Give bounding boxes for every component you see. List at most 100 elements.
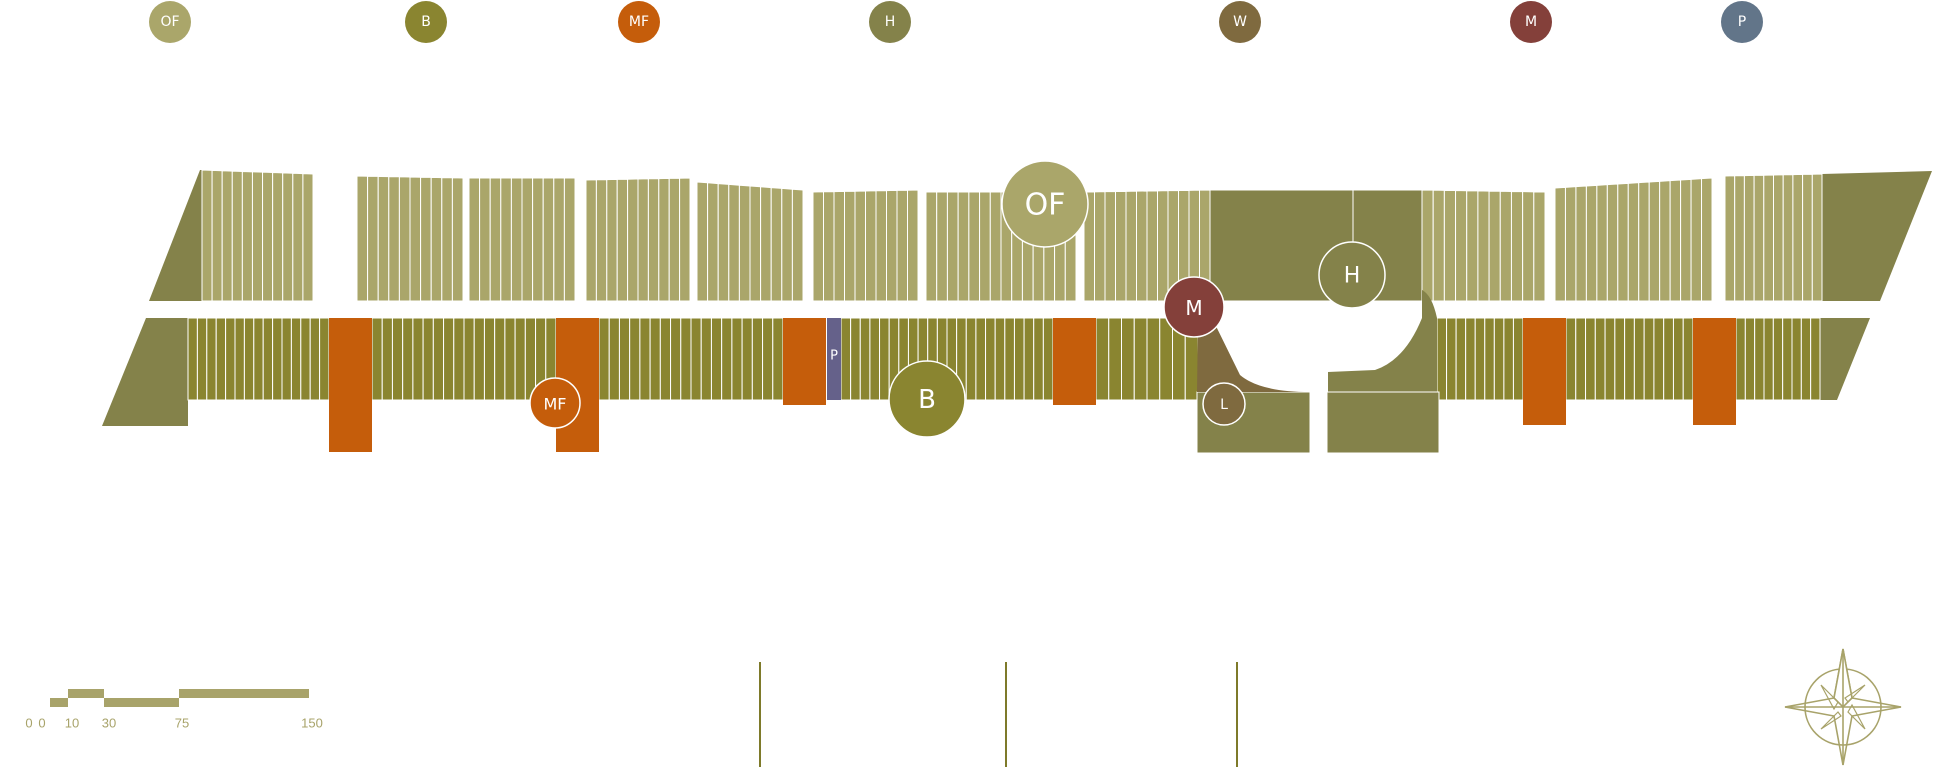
b-block-3-lot-13[interactable] <box>721 317 733 401</box>
bottom-west-end-parcel[interactable] <box>102 318 188 426</box>
p-parcel[interactable] <box>827 318 841 400</box>
b-block-7-lot-8[interactable] <box>1633 317 1645 401</box>
b-block-7-lot-4[interactable] <box>1594 317 1606 401</box>
b-block-2-lot-1[interactable] <box>371 317 383 401</box>
h-district-block[interactable] <box>1209 189 1423 302</box>
of-block-11-lot-9[interactable] <box>1802 173 1813 302</box>
b-block-2-lot-5[interactable] <box>412 317 424 401</box>
of-block-2-lot-3[interactable] <box>377 175 390 302</box>
of-block-7-lot-6[interactable] <box>979 191 991 302</box>
b-block-4-lot-21[interactable] <box>1033 317 1044 401</box>
of-block-7-lot-4[interactable] <box>957 191 970 302</box>
b-block-8-lot-5[interactable] <box>1772 317 1784 401</box>
b-block-2-lot-13[interactable] <box>494 317 506 401</box>
b-block-1-lot-12[interactable] <box>290 317 302 401</box>
of-block-3-lot-10[interactable] <box>563 177 576 302</box>
b-block-6-lot-5[interactable] <box>1474 317 1486 401</box>
of-block-9-lot-7[interactable] <box>1488 190 1501 302</box>
h-park-lower-lobe[interactable] <box>1328 290 1437 392</box>
b-block-6-lot-3[interactable] <box>1455 317 1467 401</box>
lower-right-parcel[interactable] <box>1326 391 1440 454</box>
mf-parcel-1[interactable] <box>329 318 372 452</box>
of-block-3-lot-9[interactable] <box>553 177 565 302</box>
of-block-3-lot-7[interactable] <box>532 177 544 302</box>
b-block-8-lot-7[interactable] <box>1791 317 1802 401</box>
of-block-3-lot-2[interactable] <box>479 177 491 302</box>
top-west-end-parcel[interactable] <box>149 170 202 301</box>
w-path-parcel[interactable] <box>1197 318 1310 392</box>
of-block-5-lot-4[interactable] <box>728 183 740 302</box>
of-block-10-lot-9[interactable] <box>1638 181 1650 302</box>
of-block-6-lot-4[interactable] <box>844 190 856 302</box>
of-block-5-lot-6[interactable] <box>749 185 762 302</box>
b-block-8-lot-6[interactable] <box>1782 317 1793 401</box>
of-block-1-lot-6[interactable] <box>251 171 264 302</box>
legend-item-of[interactable]: OF <box>149 1 191 43</box>
bottom-east-end-parcel[interactable] <box>1820 318 1870 400</box>
of-block-11-lot-7[interactable] <box>1782 174 1794 302</box>
b-block-2-lot-11[interactable] <box>473 317 485 401</box>
b-block-4-lot-4[interactable] <box>869 317 881 401</box>
b-block-1-lot-14[interactable] <box>309 317 321 401</box>
of-block-7-lot-2[interactable] <box>936 191 948 302</box>
of-block-4-lot-7[interactable] <box>647 178 660 302</box>
of-block-10-lot-1[interactable] <box>1554 186 1566 302</box>
legend-item-w[interactable]: W <box>1219 1 1261 43</box>
b-block-3-lot-4[interactable] <box>629 317 641 401</box>
of-block-6-lot-1[interactable] <box>812 191 824 302</box>
of-block-4-lot-4[interactable] <box>616 178 629 302</box>
legend-item-h[interactable]: H <box>869 1 911 43</box>
b-block-3-lot-16[interactable] <box>751 317 764 401</box>
b-block-7-lot-9[interactable] <box>1643 317 1655 401</box>
b-block-4-lot-16[interactable] <box>985 317 996 401</box>
b-block-2-lot-15[interactable] <box>514 317 526 401</box>
b-block-2-lot-10[interactable] <box>463 317 475 401</box>
mf-parcel-4[interactable] <box>1053 318 1096 405</box>
of-block-9-lot-1[interactable] <box>1421 189 1434 302</box>
of-block-1-lot-11[interactable] <box>302 173 314 302</box>
b-block-7-lot-2[interactable] <box>1575 317 1587 401</box>
of-block-1-lot-10[interactable] <box>292 172 304 302</box>
of-block-3-lot-3[interactable] <box>489 177 502 302</box>
b-block-2-lot-16[interactable] <box>524 317 537 401</box>
of-block-3-lot-4[interactable] <box>500 177 512 302</box>
mf-parcel-5[interactable] <box>1523 318 1566 425</box>
b-block-5-lot-5[interactable] <box>1146 317 1161 401</box>
of-block-5-lot-2[interactable] <box>707 182 719 302</box>
of-block-5-lot-10[interactable] <box>791 188 804 302</box>
legend-item-mf[interactable]: MF <box>618 1 660 43</box>
of-block-8-lot-3[interactable] <box>1104 190 1116 302</box>
b-block-4-lot-20[interactable] <box>1023 317 1035 401</box>
of-block-7-lot-7[interactable] <box>989 191 1002 302</box>
of-block-6-lot-2[interactable] <box>823 191 835 302</box>
of-block-8-lot-4[interactable] <box>1115 190 1127 302</box>
of-block-2-lot-6[interactable] <box>409 176 422 302</box>
b-block-1-lot-11[interactable] <box>281 317 292 401</box>
b-block-3-lot-2[interactable] <box>608 317 620 401</box>
of-block-10-lot-15[interactable] <box>1701 177 1713 302</box>
b-block-2-lot-8[interactable] <box>443 317 455 401</box>
b-block-2-lot-2[interactable] <box>381 317 393 401</box>
of-block-6-lot-10[interactable] <box>907 189 919 302</box>
b-block-5-lot-2[interactable] <box>1108 317 1122 401</box>
legend-item-b[interactable]: B <box>405 1 447 43</box>
of-block-3-lot-6[interactable] <box>521 177 534 302</box>
b-block-1-lot-7[interactable] <box>243 317 255 401</box>
b-block-7-lot-12[interactable] <box>1672 317 1684 401</box>
of-block-11-lot-10[interactable] <box>1811 173 1823 302</box>
of-block-7-lot-5[interactable] <box>968 191 981 302</box>
b-block-7-lot-10[interactable] <box>1653 317 1665 401</box>
b-block-2-lot-7[interactable] <box>432 317 445 401</box>
of-block-2-lot-9[interactable] <box>441 177 453 302</box>
mf-parcel-3[interactable] <box>783 318 826 405</box>
legend-item-m[interactable]: M <box>1510 1 1552 43</box>
of-block-10-lot-11[interactable] <box>1659 180 1671 302</box>
marker-p[interactable]: P <box>830 349 838 364</box>
b-block-4-lot-18[interactable] <box>1004 317 1015 401</box>
b-block-3-lot-9[interactable] <box>680 317 692 401</box>
of-block-10-lot-4[interactable] <box>1585 184 1598 302</box>
of-block-1-lot-7[interactable] <box>262 171 274 302</box>
of-block-2-lot-10[interactable] <box>451 177 464 302</box>
of-block-11-lot-6[interactable] <box>1773 174 1784 302</box>
mf-parcel-6[interactable] <box>1693 318 1736 425</box>
